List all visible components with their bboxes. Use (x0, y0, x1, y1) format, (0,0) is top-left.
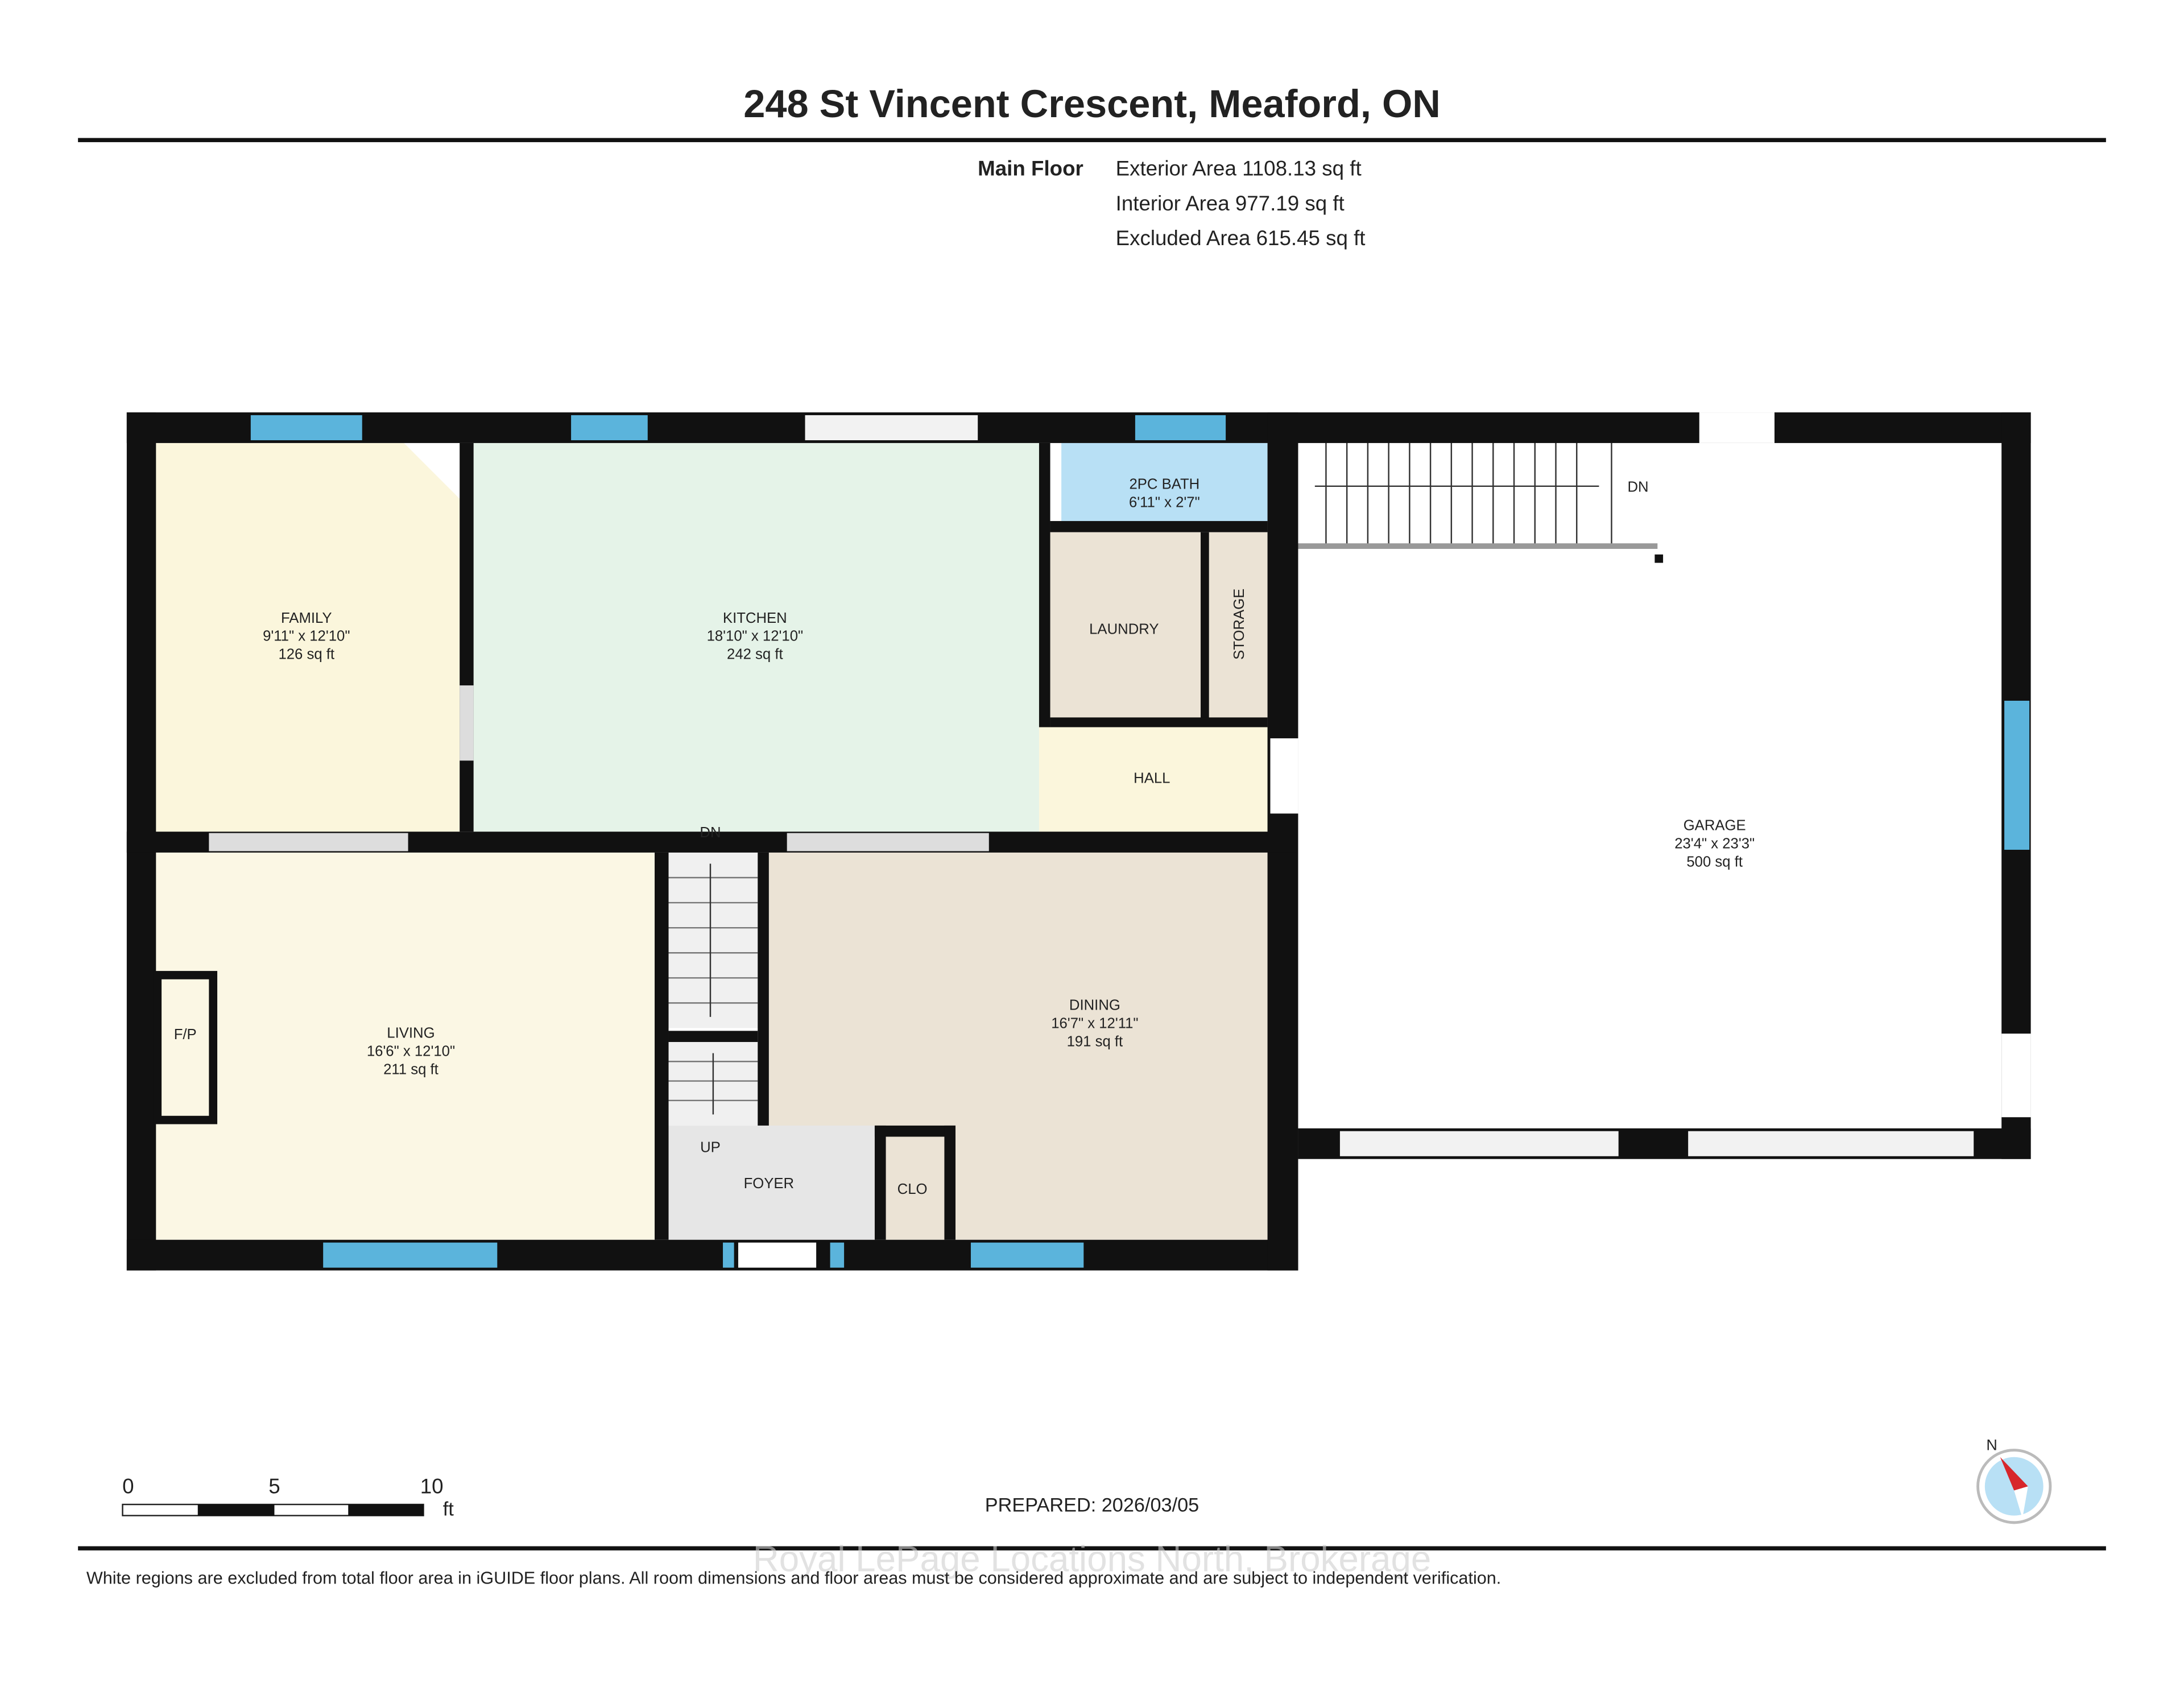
room-laundry (1050, 532, 1201, 727)
fireplace-label: F/P (174, 1027, 197, 1043)
garage-stairs (1298, 429, 1664, 563)
header-rule (78, 138, 2106, 142)
compass-icon: N (1976, 1437, 2052, 1524)
room-hall (1039, 724, 1271, 832)
garage-area: 500 sq ft (1686, 854, 1743, 870)
exterior-area: Exterior Area 1108.13 sq ft (1116, 157, 1362, 180)
watermark: Royal LePage Locations North, Brokerage (753, 1539, 1432, 1580)
room-foyer (668, 1125, 875, 1240)
fireplace (162, 979, 209, 1116)
living-dims: 16'6" x 12'10" (367, 1043, 455, 1059)
dining-area: 191 sq ft (1067, 1033, 1123, 1049)
kitchen-label: KITCHEN (723, 610, 787, 626)
room-living (156, 852, 655, 1240)
footer-rule (78, 1546, 2106, 1550)
living-area: 211 sq ft (383, 1061, 439, 1077)
room-family (156, 443, 460, 832)
living-label: LIVING (387, 1026, 435, 1041)
garage-stairs-dn: DN (1627, 479, 1648, 495)
windows (250, 415, 2030, 1268)
room-closet (886, 1136, 945, 1240)
scale-tick-0: 0 (122, 1474, 134, 1498)
scale-unit: ft (443, 1499, 454, 1520)
stairs-up-label: UP (700, 1139, 721, 1155)
stairs-down (668, 852, 758, 1028)
family-label: FAMILY (281, 610, 332, 626)
bath-dims: 6'11" x 2'7" (1129, 495, 1200, 511)
room-storage (1209, 532, 1268, 719)
garage-label: GARAGE (1684, 818, 1746, 834)
interior-area: Interior Area 977.19 sq ft (1116, 192, 1345, 215)
bath-label: 2PC BATH (1129, 477, 1199, 493)
disclaimer: White regions are excluded from total fl… (86, 1569, 1501, 1588)
closet-label: CLO (897, 1181, 928, 1197)
scale-tick-10: 10 (420, 1474, 444, 1498)
family-area: 126 sq ft (278, 647, 334, 663)
stairs-dn-label: DN (700, 825, 721, 841)
dining-label: DINING (1069, 998, 1120, 1014)
dining-dims: 16'7" x 12'11" (1051, 1015, 1138, 1031)
hall-label: HALL (1134, 770, 1170, 786)
storage-label: STORAGE (1231, 589, 1247, 660)
excluded-area: Excluded Area 615.45 sq ft (1116, 226, 1366, 250)
prepared-date: PREPARED: 2026/03/05 (985, 1494, 1199, 1516)
page-title: 248 St Vincent Crescent, Meaford, ON (743, 82, 1441, 126)
compass-north-label: N (1986, 1437, 1997, 1454)
kitchen-area: 242 sq ft (727, 647, 783, 663)
family-dims: 9'11" x 12'10" (263, 629, 350, 644)
scale-tick-5: 5 (268, 1474, 280, 1498)
garage-dims: 23'4" x 23'3" (1674, 836, 1755, 852)
floor-name: Main Floor (978, 157, 1083, 180)
scale-bar: 0 5 10 ft (122, 1474, 454, 1520)
kitchen-dims: 18'10" x 12'10" (707, 629, 804, 644)
foyer-label: FOYER (744, 1176, 795, 1192)
room-kitchen (473, 443, 1039, 832)
laundry-label: LAUNDRY (1089, 621, 1159, 637)
stair-treads (668, 863, 758, 1115)
openings (209, 412, 2031, 1268)
room-bath (1061, 443, 1268, 522)
